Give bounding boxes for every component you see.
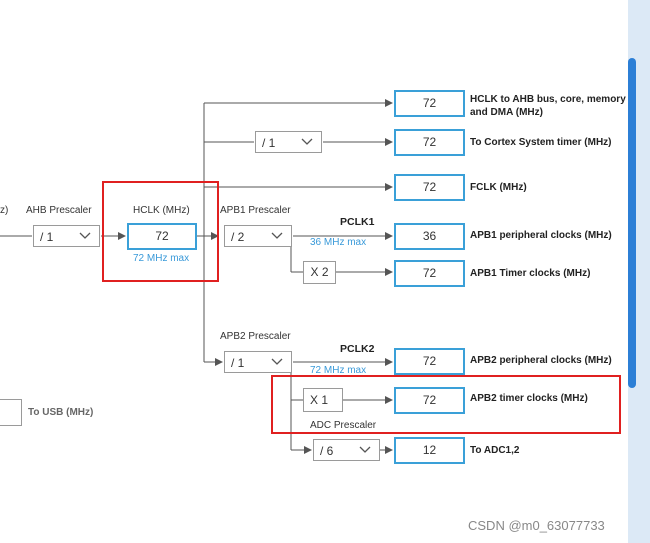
apb2-prescaler-label: APB2 Prescaler: [220, 331, 291, 342]
apb2-periph-output-label: APB2 peripheral clocks (MHz): [470, 355, 612, 366]
chevron-down-icon: [301, 138, 313, 145]
pclk1-label: PCLK1: [340, 216, 375, 228]
left-partial-label: z): [0, 205, 9, 216]
apb2-timer-output-box[interactable]: 72: [394, 387, 465, 414]
watermark: CSDN @m0_63077733: [468, 518, 605, 533]
ahb-prescaler-value: / 1: [40, 230, 54, 244]
adc-prescaler-label: ADC Prescaler: [310, 420, 377, 431]
hclk-max-label: 72 MHz max: [133, 253, 190, 264]
hclk-ahb-output-box[interactable]: 72: [394, 90, 465, 117]
scrollbar-thumb[interactable]: [628, 58, 636, 388]
apb2-prescaler-value: / 1: [231, 356, 245, 370]
chevron-down-icon: [271, 358, 283, 365]
apb1-prescaler-select[interactable]: / 2: [224, 225, 292, 247]
pclk2-max-label: 72 MHz max: [310, 365, 367, 374]
apb2-prescaler-select[interactable]: / 1: [224, 351, 292, 373]
hclk-value-box[interactable]: 72: [127, 223, 197, 250]
apb1-periph-output-label: APB1 peripheral clocks (MHz): [470, 230, 612, 241]
apb1-periph-output-box[interactable]: 36: [394, 223, 465, 250]
ahb-prescaler-label: AHB Prescaler: [26, 205, 92, 216]
apb2-timer-highlight-rect: [271, 375, 621, 434]
hclk-label: HCLK (MHz): [133, 205, 190, 216]
apb2-periph-output-box[interactable]: 72: [394, 348, 465, 375]
cortex-timer-output-label: To Cortex System timer (MHz): [470, 137, 612, 148]
pclk2-label: PCLK2: [340, 343, 375, 355]
chevron-down-icon: [359, 446, 371, 453]
hclk-highlight-rect: [102, 181, 219, 282]
pclk1-max-label: 36 MHz max: [310, 237, 367, 248]
apb1-timer-output-box[interactable]: 72: [394, 260, 465, 287]
chevron-down-icon: [79, 232, 91, 239]
apb1-timer-output-label: APB1 Timer clocks (MHz): [470, 268, 591, 279]
adc-output-box[interactable]: 12: [394, 437, 465, 464]
apb2-timer-multiplier[interactable]: X 1: [303, 388, 343, 412]
chevron-down-icon: [271, 232, 283, 239]
apb2-timer-output-label: APB2 timer clocks (MHz): [470, 393, 588, 404]
cortex-prescaler-value: / 1: [262, 136, 276, 150]
ahb-prescaler-select[interactable]: / 1: [33, 225, 100, 247]
apb1-prescaler-label: APB1 Prescaler: [220, 205, 291, 216]
usb-label: To USB (MHz): [28, 407, 94, 418]
hclk-ahb-output-label: HCLK to AHB bus, core, memory and DMA (M…: [470, 94, 626, 118]
fclk-output-box[interactable]: 72: [394, 174, 465, 201]
cortex-prescaler-select[interactable]: / 1: [255, 131, 322, 153]
apb1-timer-multiplier[interactable]: X 2: [303, 261, 336, 284]
fclk-output-label: FCLK (MHz): [470, 182, 527, 193]
apb1-prescaler-value: / 2: [231, 230, 245, 244]
adc-output-label: To ADC1,2: [470, 445, 520, 456]
cortex-timer-output-box[interactable]: 72: [394, 129, 465, 156]
adc-prescaler-select[interactable]: / 6: [313, 439, 380, 461]
usb-value-box[interactable]: [0, 399, 22, 426]
adc-prescaler-value: / 6: [320, 444, 334, 458]
